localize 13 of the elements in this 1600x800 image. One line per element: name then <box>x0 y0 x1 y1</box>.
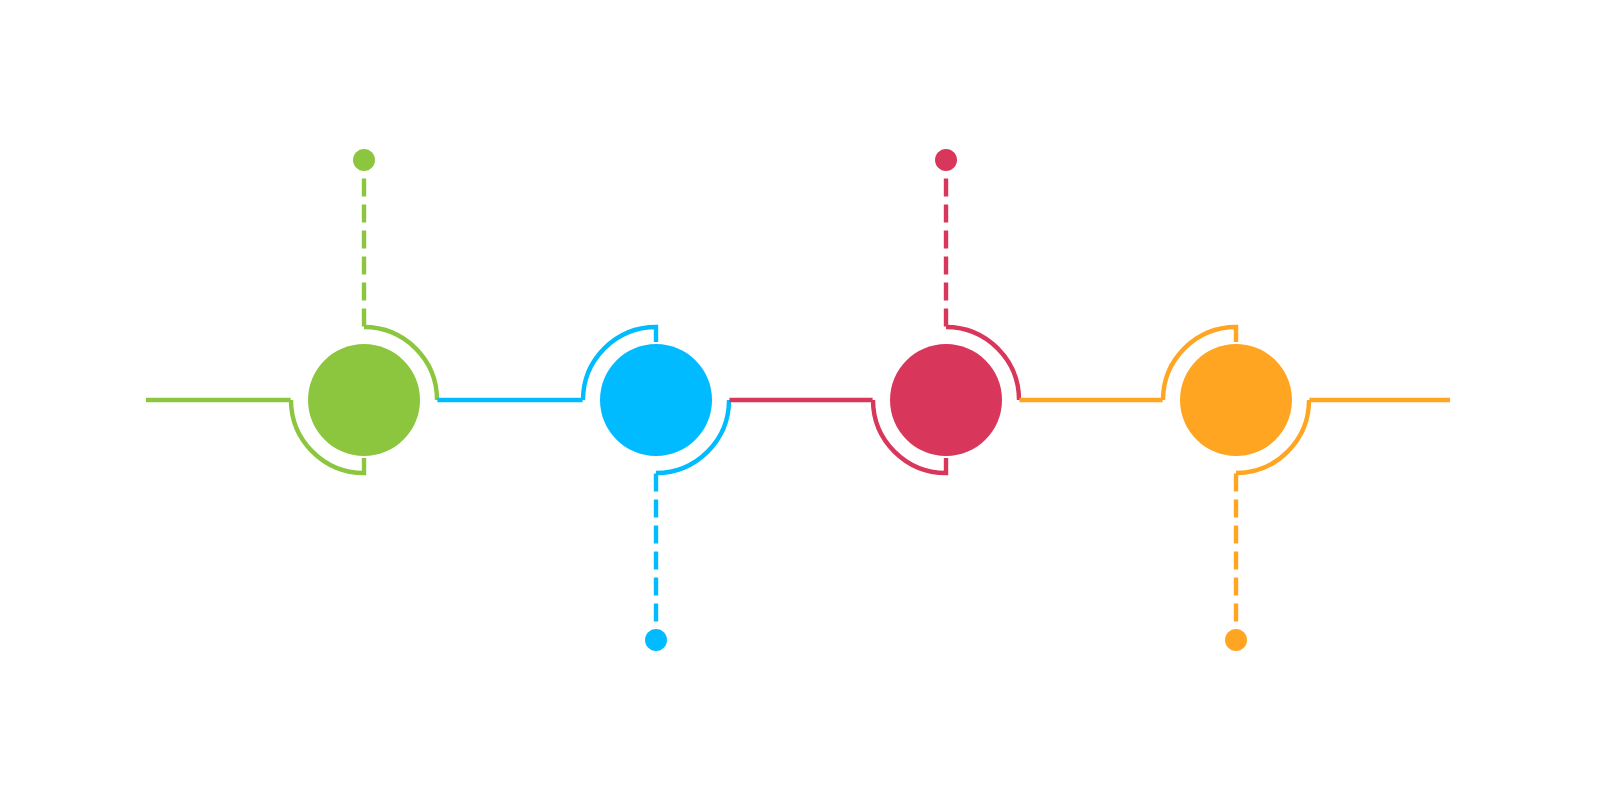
end-dot <box>1225 629 1247 651</box>
connector-line <box>437 397 583 403</box>
milestone-circle <box>870 324 1022 476</box>
connector-line <box>729 397 873 403</box>
milestone-circle <box>288 324 440 476</box>
end-dot <box>935 149 957 171</box>
end-dot <box>353 149 375 171</box>
connector-line <box>1019 397 1163 403</box>
milestone-circle <box>580 324 732 476</box>
connector-line <box>1309 397 1450 403</box>
connector-line <box>146 397 291 403</box>
milestone-circle <box>1160 324 1312 476</box>
end-dot <box>645 629 667 651</box>
